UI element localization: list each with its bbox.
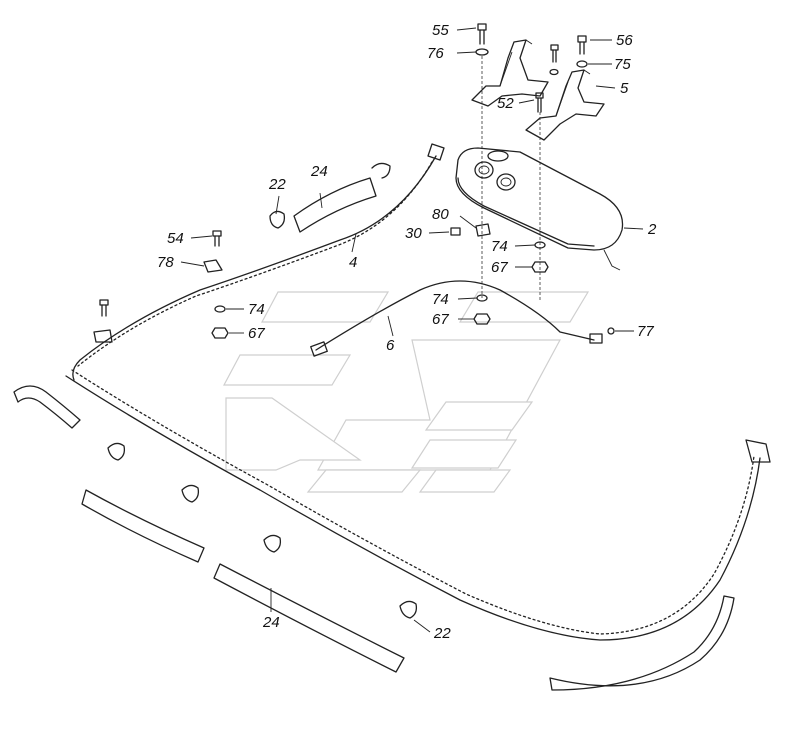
bracket-lower <box>525 69 605 141</box>
washer-74a-icon <box>214 305 226 313</box>
callout-6: 6 <box>386 337 395 354</box>
hose-4 <box>72 143 445 381</box>
callout-67-tank: 67 <box>491 259 508 276</box>
bolt-55-icon <box>477 23 487 45</box>
callout-54: 54 <box>167 230 184 247</box>
clamp-icon <box>181 484 200 503</box>
callout-52: 52 <box>497 95 514 112</box>
callout-4: 4 <box>349 254 357 271</box>
sleeve-24-top <box>293 177 377 233</box>
callout-74-tank: 74 <box>491 238 508 255</box>
nut-67a-icon <box>211 327 229 339</box>
plug-30-icon <box>450 227 461 236</box>
clip-left-icon <box>93 329 113 343</box>
sleeve-left <box>13 385 81 429</box>
cable-6 <box>310 280 603 357</box>
callout-74-mid: 74 <box>432 291 449 308</box>
callout-24-top: 24 <box>310 163 328 180</box>
bolt-54-icon <box>212 230 222 247</box>
sleeve-right <box>549 595 735 691</box>
sleeve-24-b <box>213 563 405 673</box>
callout-22-bottom: 22 <box>433 625 451 642</box>
callout-78: 78 <box>157 254 174 271</box>
callout-24-bottom: 24 <box>262 614 280 631</box>
callout-67-left: 67 <box>248 325 265 342</box>
watermark-logo <box>223 291 590 493</box>
callout-77: 77 <box>637 323 654 340</box>
callout-67-mid: 67 <box>432 311 449 328</box>
callout-74-left: 74 <box>248 301 265 318</box>
bolt-icon <box>549 44 559 76</box>
clamp-icon <box>107 442 126 461</box>
callout-76: 76 <box>427 45 444 62</box>
callout-75: 75 <box>614 56 631 73</box>
clip-78-icon <box>203 259 223 273</box>
bracket-upper <box>471 39 549 107</box>
clamp-22-top <box>269 210 286 229</box>
callout-30: 30 <box>405 225 422 242</box>
clamp-icon <box>263 534 282 553</box>
callout-22-top: 22 <box>268 176 286 193</box>
bolt-52-icon <box>535 92 544 113</box>
callout-2: 2 <box>647 221 657 238</box>
oring-77-icon <box>607 327 615 335</box>
callout-55: 55 <box>432 22 449 39</box>
leader-lines <box>180 27 644 633</box>
washer-76-icon <box>475 48 489 56</box>
clamp-top-right <box>371 162 391 179</box>
washer-75-icon <box>576 60 588 68</box>
callout-5: 5 <box>620 80 629 97</box>
bolt-left-icon <box>99 299 109 317</box>
hose-lower <box>65 369 771 641</box>
reservoir-tank <box>455 147 624 271</box>
bolt-56-icon <box>577 35 587 55</box>
callout-56: 56 <box>616 32 633 49</box>
clamp-22-bottom <box>399 600 418 619</box>
sleeve-24-a <box>81 489 205 563</box>
clip-80-icon <box>475 223 491 237</box>
callout-80: 80 <box>432 206 449 223</box>
